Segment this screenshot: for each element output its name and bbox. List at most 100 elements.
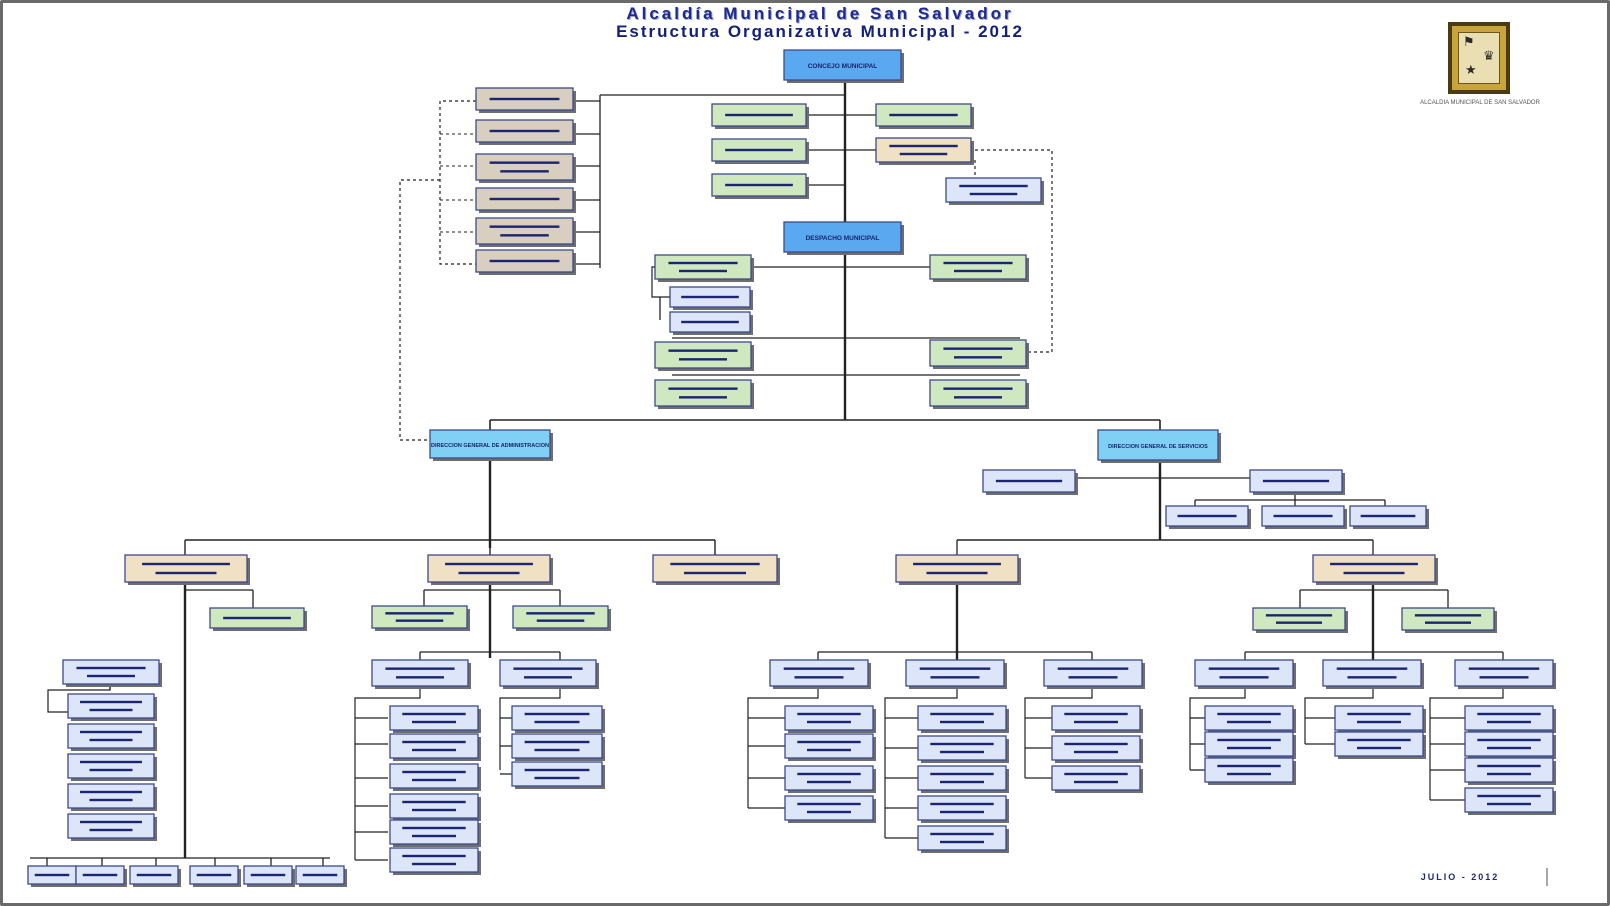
right-dept1b-subunit-5 [917, 825, 1009, 853]
text-placeholder [402, 826, 466, 830]
text-placeholder [89, 828, 133, 832]
despacho-unit-4 [929, 339, 1029, 369]
text-placeholder [930, 802, 994, 806]
left-dept2b-subunit-3 [511, 761, 605, 789]
top-box-concejo: CONCEJO MUNICIPAL [783, 49, 904, 83]
text-placeholder [1074, 750, 1118, 754]
right-staff-subunit-2 [1261, 505, 1347, 529]
footer-date: JULIO - 2012 [1420, 872, 1500, 882]
text-placeholder [940, 720, 984, 724]
text-placeholder [80, 700, 142, 704]
direction-box-left-label: DIRECCION GENERAL DE ADMINISTRACION [431, 443, 549, 449]
right-dept1a-subunit-3 [784, 765, 876, 793]
connector-line [1304, 686, 1374, 744]
text-placeholder [807, 720, 851, 724]
text-placeholder [402, 712, 466, 716]
text-placeholder [1487, 746, 1531, 750]
text-placeholder [930, 676, 980, 679]
text-placeholder [445, 562, 533, 566]
left-dept2b-subunit-2 [511, 733, 605, 761]
right-dept1b-subunit-4 [917, 795, 1009, 823]
left-dept1-subunit-4 [67, 783, 157, 811]
text-placeholder [794, 676, 844, 679]
text-placeholder [725, 148, 793, 152]
text-placeholder [1477, 712, 1541, 716]
text-placeholder [1064, 772, 1128, 776]
text-placeholder [155, 571, 217, 575]
text-placeholder [889, 144, 958, 148]
text-placeholder [500, 234, 549, 237]
text-placeholder [926, 571, 988, 575]
connector-line [354, 686, 421, 860]
left-dept2-subunit-6 [389, 847, 481, 875]
text-placeholder [1357, 746, 1401, 750]
text-placeholder [489, 161, 560, 164]
text-placeholder [1265, 614, 1333, 617]
footer-divider [1546, 868, 1548, 886]
text-placeholder [1217, 764, 1281, 768]
text-placeholder [80, 730, 142, 734]
text-placeholder [1477, 738, 1541, 742]
text-placeholder [396, 676, 444, 679]
text-placeholder [681, 295, 739, 299]
right-dept2c-subunit-4 [1464, 787, 1556, 815]
connector-line [884, 686, 958, 838]
text-placeholder [954, 269, 1002, 273]
text-placeholder [913, 562, 1001, 566]
text-placeholder [526, 612, 595, 615]
despacho-unit-2 [929, 254, 1029, 282]
advisory-unit-3 [711, 173, 809, 199]
text-placeholder [1357, 720, 1401, 724]
left-dept2-subunit-2 [389, 733, 481, 761]
right-dept2-unit-1 [1252, 607, 1348, 633]
text-placeholder [670, 562, 760, 566]
text-placeholder [489, 197, 560, 201]
advisory-unit-2 [711, 138, 809, 164]
text-placeholder [412, 862, 456, 866]
text-placeholder [940, 780, 984, 784]
left-dept1-subunit-5 [67, 813, 157, 841]
text-placeholder [1477, 794, 1541, 798]
left-dept2-subunit-3 [389, 763, 481, 791]
text-placeholder [76, 666, 146, 670]
despacho-subunit-2 [669, 311, 753, 335]
text-placeholder [1487, 720, 1531, 724]
text-placeholder [223, 616, 291, 620]
text-placeholder [1477, 764, 1541, 768]
text-placeholder [1074, 720, 1118, 724]
connector-line [1189, 686, 1246, 770]
text-placeholder [196, 873, 232, 877]
text-placeholder [1208, 667, 1280, 670]
chart-subtitle: Estructura Organizativa Municipal - 2012 [616, 22, 1024, 41]
text-placeholder [1068, 676, 1118, 679]
text-placeholder [668, 261, 738, 265]
text-placeholder [536, 619, 585, 622]
left-dept2-subunit-4 [389, 793, 481, 821]
right-department-2 [1312, 554, 1438, 585]
left-dept2-subunit-1 [389, 705, 481, 733]
right-dept1a-subunit-4 [784, 795, 876, 823]
text-placeholder [1330, 562, 1418, 566]
text-placeholder [807, 780, 851, 784]
text-placeholder [89, 708, 133, 712]
staff-unit-2 [475, 119, 576, 145]
right-dept1-section-3 [1043, 659, 1145, 689]
text-placeholder [385, 612, 454, 615]
despacho-subunit-1 [669, 286, 753, 310]
left-dept2b-subunit-1 [511, 705, 605, 733]
direction-box-right-label: DIRECCION GENERAL DE SERVICIOS [1108, 444, 1208, 450]
staff-unit-1 [475, 87, 576, 113]
text-placeholder [1336, 667, 1408, 670]
dashed-connector [439, 100, 476, 265]
text-placeholder [930, 712, 994, 716]
text-placeholder [395, 619, 444, 622]
left-dept2-subunit-5 [389, 819, 481, 847]
right-dept2c-subunit-3 [1464, 757, 1556, 785]
connector-line [499, 686, 561, 770]
text-placeholder [1347, 676, 1397, 679]
connector-line [1024, 686, 1093, 778]
despacho-unit-1 [654, 254, 754, 282]
dashed-connector [399, 179, 440, 441]
text-placeholder [412, 808, 456, 812]
text-placeholder [684, 571, 746, 575]
